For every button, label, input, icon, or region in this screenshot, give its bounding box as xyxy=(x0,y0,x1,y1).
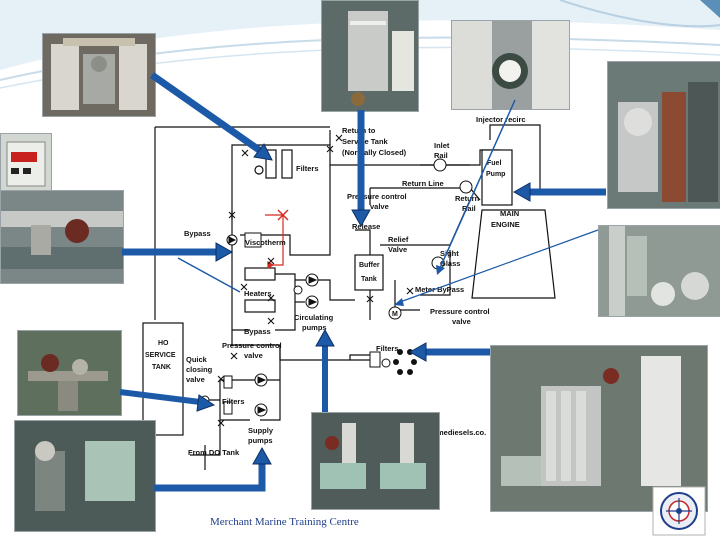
photo-buffer-tank xyxy=(598,225,720,317)
from-do-tank-label: From DO Tank xyxy=(188,448,240,457)
photo-circulating-pumps xyxy=(311,412,440,510)
pcv-top-label-1: Pressure control xyxy=(347,192,407,201)
arrow-viscotherm-thin xyxy=(177,257,241,293)
relief-valve-label-1: Relief xyxy=(388,235,409,244)
fuel-pump-label-1: Fuel xyxy=(487,160,501,167)
inlet-rail-symbol xyxy=(433,158,447,172)
pcv-mid-label-2: valve xyxy=(452,317,471,326)
buffer-tank-label-1: Buffer xyxy=(359,262,380,269)
bypass-left-label: Bypass xyxy=(184,229,211,238)
meter-label: M xyxy=(392,311,398,318)
red-branch xyxy=(265,209,289,270)
buffer-tank-symbol xyxy=(354,254,384,291)
relief-valve-label-2: Valve xyxy=(388,245,407,254)
sight-glass-label-2: Glass xyxy=(440,259,460,268)
supply-pumps-label-2: pumps xyxy=(248,436,273,445)
footer-text: Merchant Marine Training Centre xyxy=(210,516,359,528)
circulating-pumps-label-2: pumps xyxy=(302,323,327,332)
photo-duplex-filters xyxy=(42,33,156,117)
photo-automatic-filters xyxy=(490,345,708,512)
filters-top-symbol xyxy=(254,149,293,179)
return-service-tank-label-2: Service Tank xyxy=(342,137,389,146)
main-engine-label-2: ENGINE xyxy=(491,220,520,229)
supply-pumps-label-1: Supply xyxy=(248,426,274,435)
pcv-low-label-1: Pressure control xyxy=(222,341,282,350)
ho-service-tank-symbol xyxy=(142,322,184,436)
return-rail-label-1: Return xyxy=(455,194,480,203)
viscotherm-symbol xyxy=(226,232,262,248)
meter-bypass-label: Meter ByPass xyxy=(415,285,464,294)
valve-markers xyxy=(217,134,414,427)
pcv-low-label-2: valve xyxy=(244,351,263,360)
filters-lower-label: Filters xyxy=(376,344,399,353)
quick-closing-label-2: closing xyxy=(186,365,213,374)
arrow-duplex-filters xyxy=(149,72,265,155)
bypass-lower-label: Bypass xyxy=(244,327,271,336)
pipe-lines xyxy=(154,124,541,470)
filters-top-label: Filters xyxy=(296,164,319,173)
website-fragment: mediesels.co. xyxy=(437,428,486,437)
viscotherm-label: Viscotherm xyxy=(245,238,286,247)
filters-supply-label: Filters xyxy=(222,397,245,406)
inlet-rail-label-2: Rail xyxy=(434,151,448,160)
inlet-rail-label-1: Inlet xyxy=(434,141,450,150)
quick-closing-label-1: Quick xyxy=(186,355,208,364)
ho-service-tank-label-3: TANK xyxy=(152,364,171,371)
arrow-buffer-thin xyxy=(399,229,599,303)
main-engine-label-1: MAIN xyxy=(500,209,519,218)
buffer-tank-label-2: Tank xyxy=(361,276,377,283)
fuel-pump-symbol xyxy=(481,149,513,206)
return-service-tank-label-3: (Normally Closed) xyxy=(342,148,407,157)
return-rail-symbol xyxy=(459,180,473,194)
filters-lower-symbol xyxy=(369,351,391,368)
quick-closing-label-3: valve xyxy=(186,375,205,384)
injector-recirc-label: Injector recirc xyxy=(476,115,526,124)
fuel-pump-label-2: Pump xyxy=(486,171,505,178)
arrow-valve-cluster xyxy=(119,389,201,405)
circulating-pumps-label-1: Circulating xyxy=(294,313,334,322)
return-rail-label-2: Rail xyxy=(462,204,476,213)
main-engine-symbol xyxy=(471,209,556,299)
meter-symbol xyxy=(388,306,402,320)
arrow-fuel-pump-thin xyxy=(439,99,516,269)
ho-service-tank-label-1: HO xyxy=(158,340,169,347)
ho-service-tank-label-2: SERVICE xyxy=(145,352,176,359)
photo-supply-filter xyxy=(14,420,156,532)
photo-control-panel xyxy=(0,133,52,197)
pcv-mid-label-1: Pressure control xyxy=(430,307,490,316)
heaters-label: Heaters xyxy=(244,289,272,298)
photo-engine-fuel-pump xyxy=(607,61,720,209)
circulating-pumps-symbol xyxy=(293,273,319,309)
release-label: Release xyxy=(352,222,380,231)
arrow-supply-filter xyxy=(154,462,266,492)
photo-filter-column xyxy=(321,0,419,112)
sight-glass-label-1: Sight xyxy=(440,249,459,258)
pcv-top-label-2: valve xyxy=(370,202,389,211)
return-line-label: Return Line xyxy=(402,179,444,188)
training-centre-logo xyxy=(652,486,706,536)
photo-viscotherm-piping xyxy=(0,190,124,284)
photo-fuel-pump xyxy=(451,20,570,110)
photo-valve-cluster xyxy=(17,330,122,416)
